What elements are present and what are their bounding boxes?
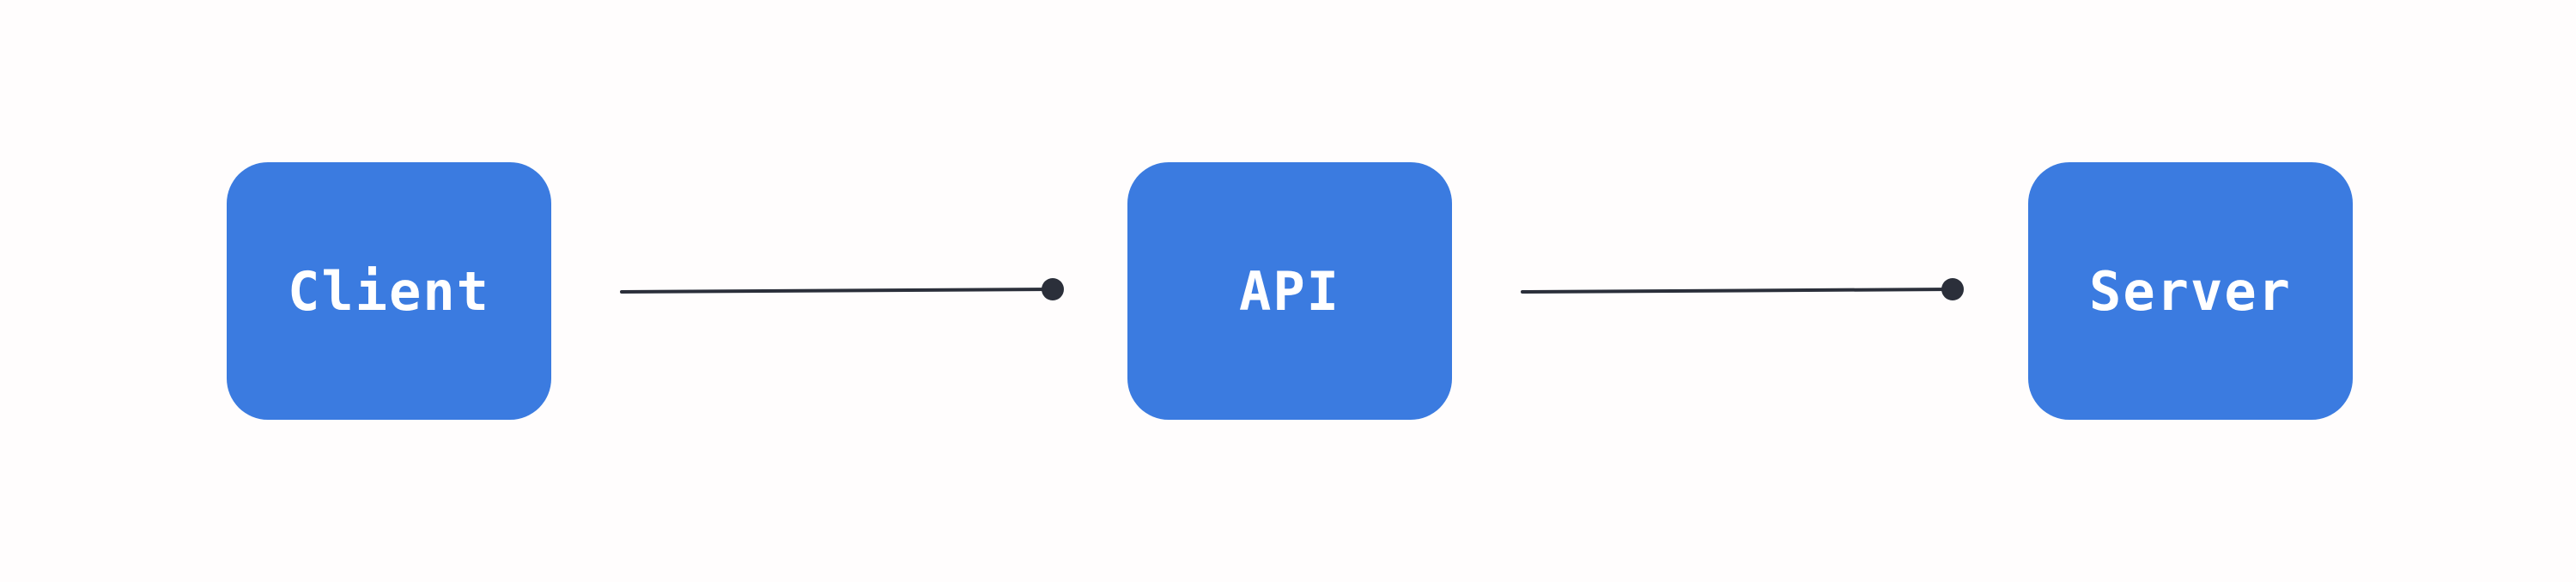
node-server[interactable]: Server <box>2028 162 2353 420</box>
node-server-label: Server <box>2089 260 2292 323</box>
node-client[interactable]: Client <box>227 162 551 420</box>
node-api-label: API <box>1239 260 1340 323</box>
node-api[interactable]: API <box>1127 162 1452 420</box>
edge-client-to-api <box>620 278 1064 300</box>
edge-arrowhead-dot-server <box>1941 278 1964 300</box>
edge-line-client-api <box>620 288 1054 294</box>
edge-line-api-server <box>1521 288 1954 294</box>
edge-arrowhead-dot-api <box>1042 278 1064 300</box>
node-client-label: Client <box>288 260 490 323</box>
edge-api-to-server <box>1521 278 1964 300</box>
